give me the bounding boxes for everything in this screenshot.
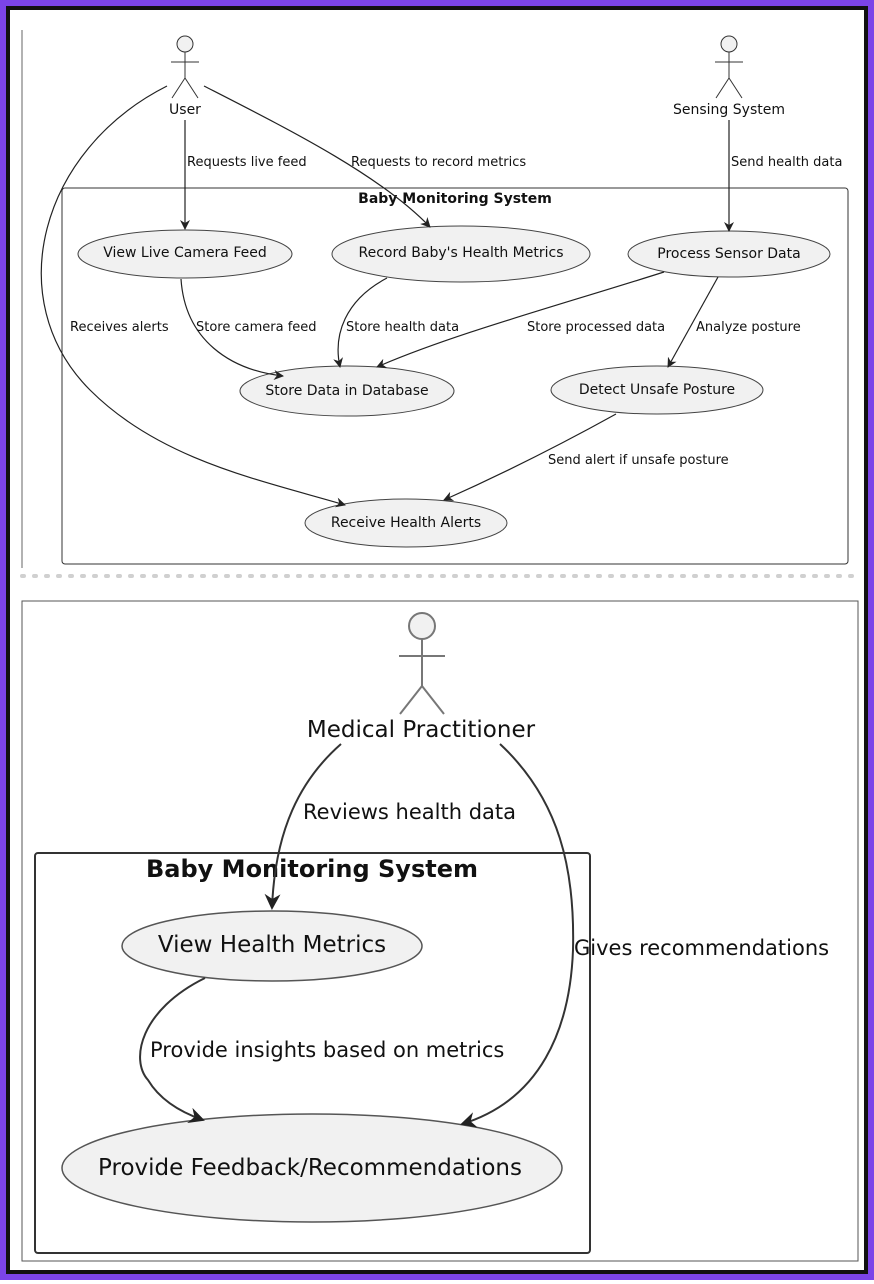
edge-analyze-posture [667,276,719,368]
edge-label-store-processed: Store processed data [527,320,665,335]
usecase-process-sensor: Process Sensor Data [657,246,800,262]
edge-receives-alerts [40,85,346,508]
medical-practitioner-actor-icon [399,612,445,715]
edge-label-analyze-posture: Analyze posture [696,320,801,335]
edge-requests-record [203,85,431,228]
edge-label-requests-live: Requests live feed [187,155,307,170]
usecase-detect-posture-ellipse [550,365,764,415]
usecase-view-metrics: View Health Metrics [158,932,386,958]
user-actor-icon [171,35,199,99]
edge-store-processed [376,271,665,368]
edge-store-camera [180,278,284,380]
edge-label-send-health: Send health data [731,155,842,170]
bottom-panel-border [21,600,859,1262]
system-title: Baby Monitoring System [358,191,552,207]
edge-label-gives: Gives recommendations [574,936,829,960]
usecase-receive-alerts-ellipse [304,498,508,548]
edge-gives [460,743,575,1128]
medical-practitioner-actor-label: Medical Practitioner [307,717,536,743]
system-title: Baby Monitoring System [146,855,478,883]
user-actor-label: User [169,102,201,118]
bottom-diagram: Baby Monitoring System Medical Practitio… [21,600,859,1262]
edge-label-store-health: Store health data [346,320,459,335]
edge-store-health [333,277,388,368]
edge-label-reviews: Reviews health data [303,800,516,824]
sensing-system-actor-label: Sensing System [673,102,785,118]
inner-frame [6,6,868,1274]
edge-label-receives-alerts: Receives alerts [70,320,169,335]
edge-label-insights: Provide insights based on metrics [150,1038,504,1062]
usecase-view-live-ellipse [77,229,293,279]
usecase-provide-feedback-ellipse [61,1113,563,1223]
edge-reviews [264,743,342,910]
usecase-detect-posture: Detect Unsafe Posture [579,382,735,398]
usecase-view-live: View Live Camera Feed [103,245,267,261]
edge-label-requests-record: Requests to record metrics [351,155,526,170]
edge-insights [139,977,206,1123]
system-boundary [61,187,849,565]
edge-label-send-alert: Send alert if unsafe posture [548,453,729,468]
usecase-record-metrics: Record Baby's Health Metrics [358,245,563,261]
usecase-view-metrics-ellipse [121,910,423,982]
system-boundary [34,852,591,1254]
usecase-receive-alerts: Receive Health Alerts [331,515,481,531]
edge-send-alert [443,413,617,501]
usecase-store-db: Store Data in Database [265,383,428,399]
usecase-record-metrics-ellipse [331,225,591,283]
sensing-system-actor-icon [715,35,743,99]
usecase-provide-feedback: Provide Feedback/Recommendations [98,1155,522,1181]
usecase-store-db-ellipse [239,365,455,417]
edge-label-store-camera: Store camera feed [196,320,317,335]
top-diagram: Baby Monitoring System User Sensing Syst… [20,30,854,578]
